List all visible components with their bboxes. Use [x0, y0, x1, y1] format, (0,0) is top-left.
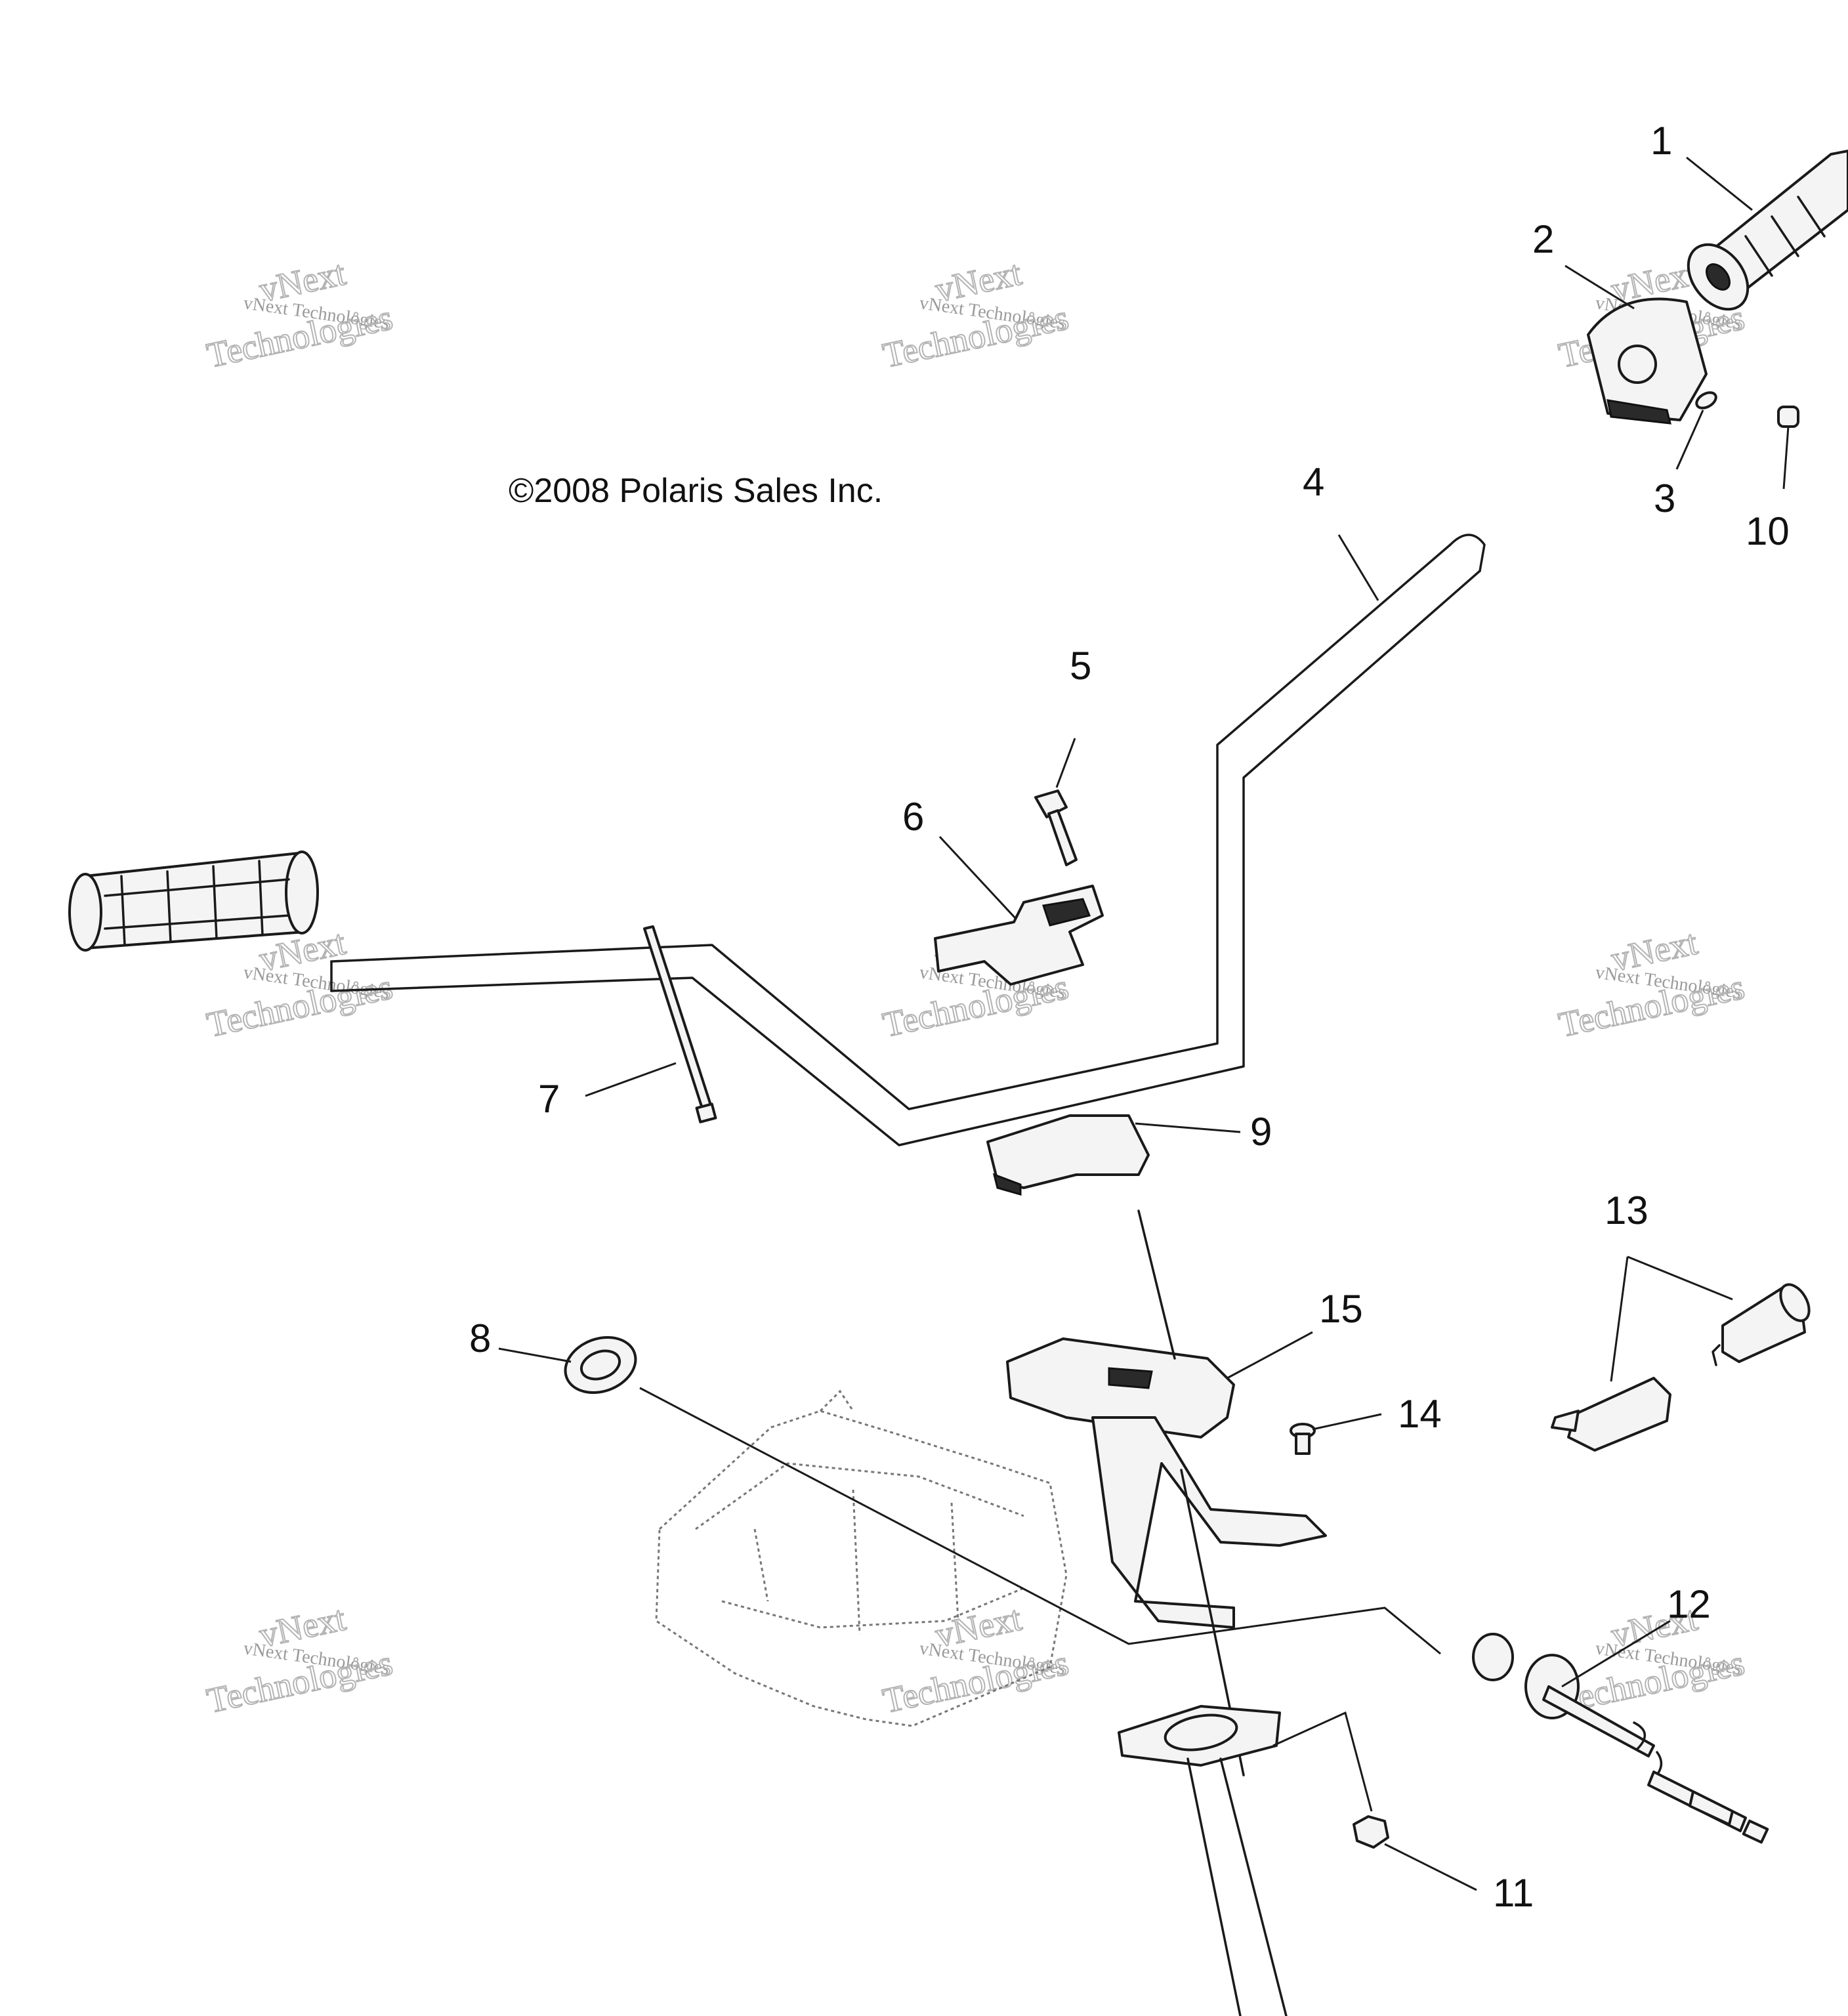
part-7-cable-tie [643, 925, 717, 1124]
part-8-grommet [564, 1335, 637, 1395]
callout-2: 2 [1532, 217, 1554, 261]
callout-12: 12 [1667, 1582, 1711, 1626]
watermark-bottom-center: vNext vNext Technologies Technologies [879, 1598, 1072, 1721]
callout-4: 4 [1303, 460, 1324, 504]
watermark-bottom-left: vNext vNext Technologies Technologies [203, 1598, 396, 1721]
part-14-screw [1290, 1423, 1316, 1455]
callout-1: 1 [1650, 119, 1672, 163]
callout-14: 14 [1398, 1392, 1442, 1436]
part-9-lower-clamp [986, 1114, 1150, 1196]
part-4-handlebar [330, 534, 1486, 1146]
callout-15: 15 [1319, 1287, 1363, 1331]
left-grip [68, 850, 319, 952]
part-2-throttle-housing [1587, 297, 1708, 425]
callout-11: 11 [1493, 1871, 1534, 1915]
callout-3: 3 [1654, 476, 1675, 520]
watermark-mid-right: vNext vNext Technologies Technologies [1555, 922, 1748, 1045]
part-11-nut [1353, 1815, 1389, 1849]
callout-10: 10 [1746, 509, 1790, 553]
part-15-bracket [1006, 1337, 1327, 1629]
part-12-cable-adjuster [1472, 1633, 1769, 1844]
watermark-top-center: vNext vNext Technologies Technologies [879, 253, 1072, 376]
part-13-switch-boot [1551, 1283, 1811, 1452]
callout-9: 9 [1250, 1110, 1272, 1154]
callout-6: 6 [902, 795, 924, 839]
steering-stem [1118, 1209, 1288, 2016]
part-3-screw [1695, 391, 1717, 410]
callout-13: 13 [1605, 1188, 1648, 1232]
callout-7: 7 [538, 1077, 560, 1121]
part-10-cap [1777, 406, 1799, 428]
part-5-bolt [1034, 789, 1078, 866]
cable-routing [639, 1387, 1441, 1812]
watermark-mid-left: vNext vNext Technologies Technologies [203, 922, 396, 1045]
callout-numbers: 1 2 3 4 5 6 7 8 9 10 11 12 13 14 15 [469, 119, 1790, 1915]
watermark-bottom-right: vNext vNext Technologies Technologies [1555, 1598, 1748, 1721]
leader-lines [498, 156, 1790, 1891]
callout-5: 5 [1070, 644, 1091, 688]
reference-body-outline [655, 1389, 1068, 1727]
part-1-right-grip [1687, 150, 1848, 311]
part-6-upper-clamp [934, 885, 1104, 986]
copyright-notice: ©2008 Polaris Sales Inc. [509, 472, 883, 510]
watermark-top-left: vNext vNext Technologies Technologies [203, 253, 396, 376]
callout-8: 8 [469, 1316, 491, 1360]
